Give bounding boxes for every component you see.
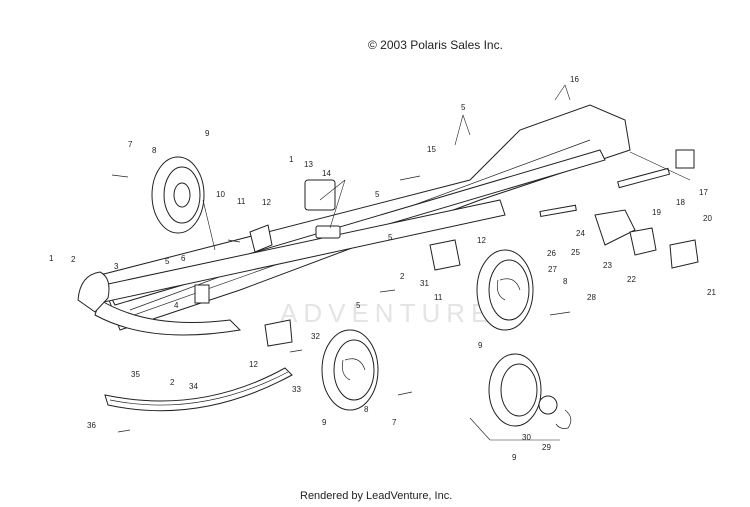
callout-label: 8 — [563, 277, 568, 286]
callout-label: 2 — [71, 255, 76, 264]
callout-label: 22 — [627, 275, 636, 284]
slide-rail — [104, 367, 293, 412]
callout-label: 12 — [262, 198, 271, 207]
callout-label: 35 — [131, 370, 140, 379]
callout-label: 1 — [289, 155, 294, 164]
callout-label: 1 — [49, 254, 54, 263]
callout-label: 32 — [311, 332, 320, 341]
callout-label: 8 — [364, 405, 369, 414]
rendered-by-text: Rendered by LeadVenture, Inc. — [300, 490, 453, 502]
callout-label: 36 — [87, 421, 96, 430]
callout-label: 9 — [512, 453, 517, 462]
watermark-text: ADVENTURE — [280, 298, 495, 328]
callout-label: 21 — [707, 288, 716, 297]
callout-label: 9 — [322, 418, 327, 427]
callout-label: 20 — [703, 214, 712, 223]
callout-label: 23 — [603, 261, 612, 270]
callout-label: 33 — [292, 385, 301, 394]
callout-label: 5 — [461, 103, 466, 112]
leader-lines — [202, 84, 691, 441]
callout-label: 7 — [128, 140, 133, 149]
callout-label: 2 — [400, 272, 405, 281]
callout-label: 16 — [570, 75, 579, 84]
bracket-parts — [194, 149, 699, 347]
callout-label: 8 — [152, 146, 157, 155]
callout-label: 19 — [652, 208, 661, 217]
callout-label: 2 — [170, 378, 175, 387]
callout-label: 11 — [237, 197, 246, 206]
callout-label: 4 — [174, 301, 179, 310]
callout-label: 5 — [388, 233, 393, 242]
callout-label: 13 — [304, 160, 313, 169]
callout-label: 11 — [434, 293, 443, 302]
callout-label: 30 — [522, 433, 531, 442]
callout-label: 9 — [205, 129, 210, 138]
callout-label: 5 — [165, 257, 170, 266]
callout-label: 24 — [576, 229, 585, 238]
idler-wheel — [476, 249, 534, 331]
callout-labels: 1 1 2 2 2 3 4 5 5 5 5 5 6 7 7 8 8 8 9 9 … — [49, 75, 716, 462]
callout-label: 34 — [189, 382, 198, 391]
callout-label: 5 — [375, 190, 380, 199]
callout-label: 3 — [114, 262, 119, 271]
callout-label: 12 — [477, 236, 486, 245]
callout-label: 9 — [478, 341, 483, 350]
callout-label: 31 — [420, 279, 429, 288]
callout-label: 6 — [181, 254, 186, 263]
callout-label: 26 — [547, 249, 556, 258]
rail-tip — [77, 271, 110, 313]
idler-wheel — [488, 353, 572, 429]
idler-wheel — [151, 156, 205, 234]
callout-label: 12 — [249, 360, 258, 369]
callout-label: 5 — [356, 301, 361, 310]
callout-label: 10 — [216, 190, 225, 199]
callout-label: 14 — [322, 169, 331, 178]
callout-label: 27 — [548, 265, 557, 274]
idler-wheel — [321, 329, 379, 411]
callout-label: 18 — [676, 198, 685, 207]
copyright-text: © 2003 Polaris Sales Inc. — [368, 38, 503, 52]
bolts — [111, 174, 571, 433]
callout-label: 29 — [542, 443, 551, 452]
callout-label: 17 — [699, 188, 708, 197]
callout-label: 7 — [392, 418, 397, 427]
callout-label: 25 — [571, 248, 580, 257]
callout-label: 28 — [587, 293, 596, 302]
callout-label: 15 — [427, 145, 436, 154]
